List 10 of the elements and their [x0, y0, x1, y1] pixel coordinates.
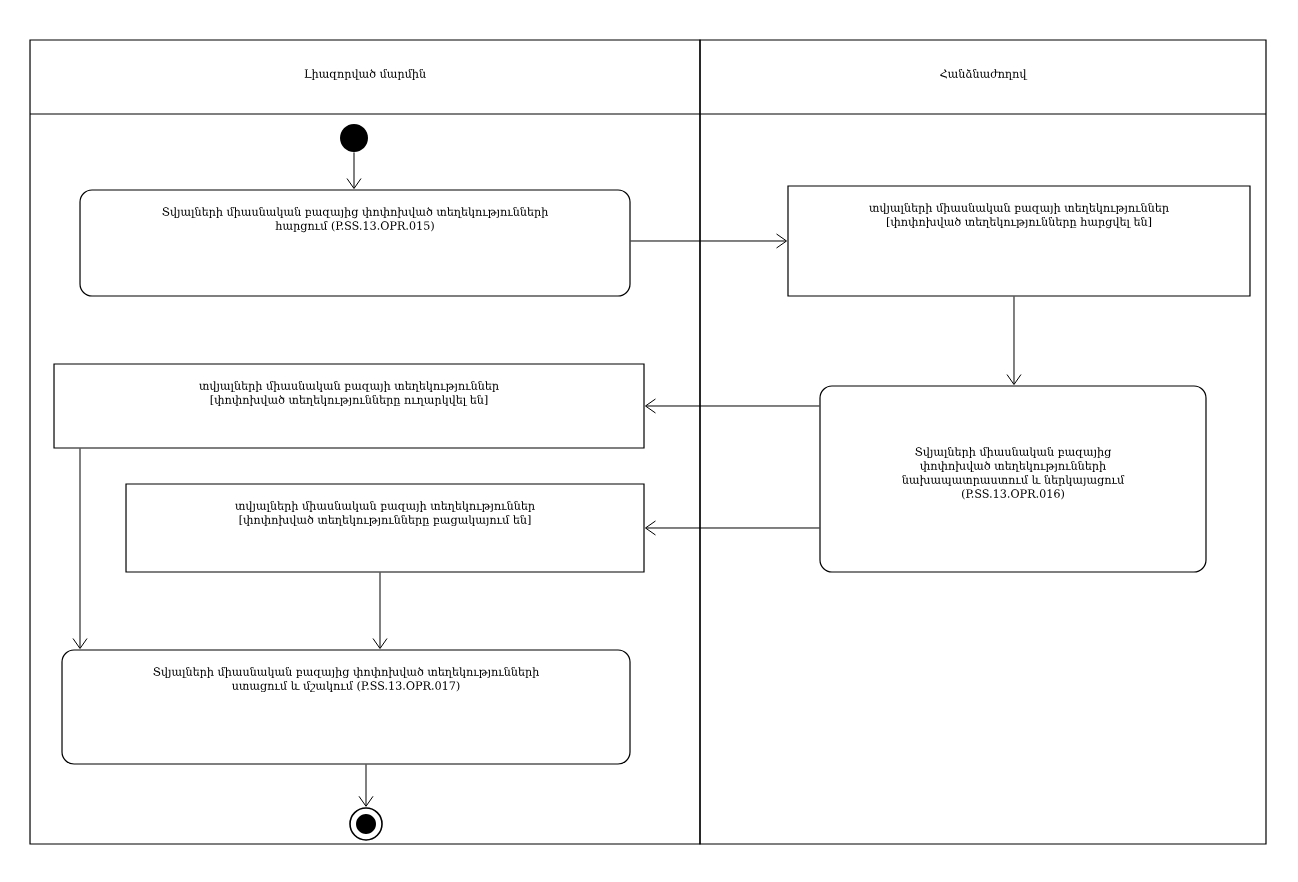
- end-node: [349, 807, 383, 841]
- arrow: [645, 398, 820, 414]
- arrow: [372, 572, 388, 649]
- arrow: [1006, 296, 1022, 385]
- arrow: [645, 520, 820, 536]
- arrow: [346, 151, 362, 189]
- arrow: [630, 233, 788, 249]
- arrow: [358, 764, 374, 807]
- arrow: [72, 448, 88, 649]
- start-node: [340, 124, 368, 152]
